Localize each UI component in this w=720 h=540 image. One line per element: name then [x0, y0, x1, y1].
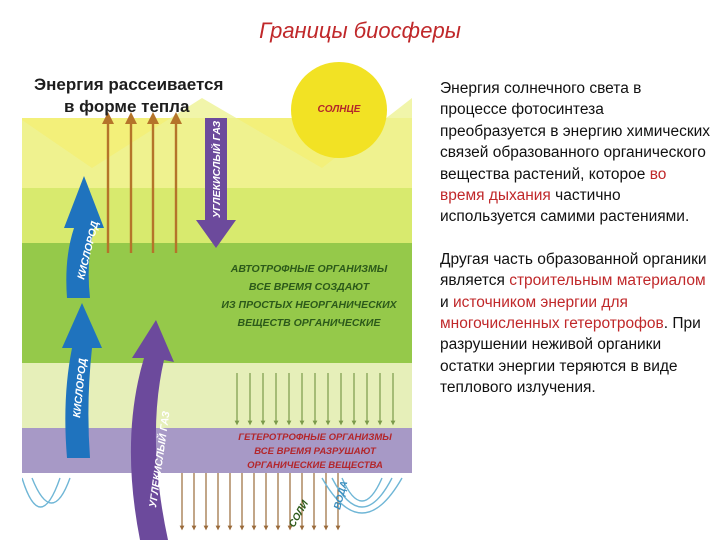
autotroph-line-2: ВСЕ ВРЕМЯ СОЗДАЮТ	[249, 281, 371, 293]
heat-label-line1: Энергия рассеивается	[34, 75, 223, 94]
oxygen-arrow-bottom	[62, 303, 102, 458]
autotroph-line-3: ИЗ ПРОСТЫХ НЕОРГАНИЧЕСКИХ	[221, 299, 397, 311]
autotroph-line-4: ВЕЩЕСТВ ОРГАНИЧЕСКИЕ	[238, 317, 382, 329]
heterotroph-line-2: ВСЕ ВРЕМЯ РАЗРУШАЮТ	[254, 446, 377, 457]
heterotroph-line-3: ОРГАНИЧЕСКИЕ ВЕЩЕСТВА	[247, 460, 383, 471]
heat-label-line2: в форме тепла	[64, 97, 190, 116]
page-title: Границы биосферы	[259, 18, 461, 43]
water-loops	[22, 477, 403, 514]
oxygen-arrow-top	[64, 176, 104, 298]
highlight-respiration: во время дыхания	[440, 165, 667, 205]
highlight-energy-source: источником энергии для многочисленных ге…	[440, 293, 664, 333]
co2-arrow-bottom	[130, 320, 174, 540]
highlight-building-material: строительным материалом	[509, 272, 706, 290]
paragraph-photosynthesis: Энергия солнечного света в процессе фото…	[440, 80, 711, 226]
paragraph-heterotrophs: Другая часть образованной органики являе…	[440, 250, 707, 397]
explanation-text: Энергия солнечного света в процессе фото…	[440, 78, 712, 399]
heterotroph-line-1: ГЕТЕРОТРОФНЫЕ ОРГАНИЗМЫ	[238, 432, 392, 443]
ground-band	[22, 473, 412, 540]
autotroph-line-1: АВТОТРОФНЫЕ ОРГАНИЗМЫ	[230, 263, 388, 275]
mineral-arrows	[179, 373, 396, 531]
sun-icon	[291, 62, 387, 158]
sun-label: СОЛНЦЕ	[318, 104, 361, 115]
co2-label-top: УГЛЕКИСЛЫЙ ГАЗ	[210, 120, 223, 218]
biosphere-diagram: СОЛНЦЕ Энергия рассеивается в форме тепл…	[22, 58, 420, 540]
co2-arrow-top	[196, 118, 236, 248]
